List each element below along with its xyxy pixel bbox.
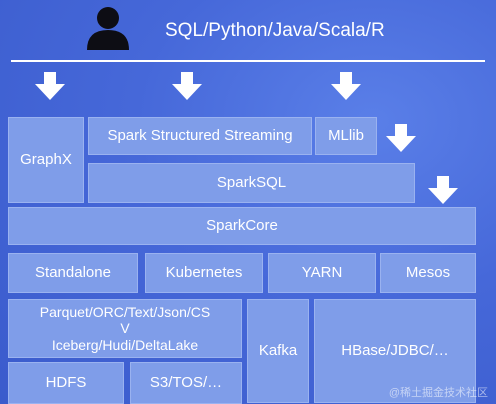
kafka-box: Kafka: [247, 299, 309, 403]
watermark: @稀土掘金技术社区: [388, 387, 488, 399]
hdfs-box: HDFS: [8, 362, 124, 404]
user-icon: [87, 7, 129, 50]
arrow-down-icon: [331, 72, 361, 100]
standalone-box: Standalone: [8, 253, 138, 293]
hbase-jdbc-box: HBase/JDBC/…: [314, 299, 476, 403]
arrow-down-icon: [172, 72, 202, 100]
arrow-down-icon: [428, 176, 458, 204]
file-formats-line-1: Parquet/ORC/Text/Json/CS: [39, 304, 211, 321]
file-formats-line-2: V: [120, 320, 130, 337]
file-formats-line-3: Iceberg/Hudi/DeltaLake: [51, 336, 199, 353]
kubernetes-box: Kubernetes: [145, 253, 263, 293]
file-formats-box: Parquet/ORC/Text/Json/CS V Iceberg/Hudi/…: [8, 299, 242, 358]
arrow-down-icon: [35, 72, 65, 100]
divider: [11, 60, 485, 62]
mesos-box: Mesos: [380, 253, 476, 293]
mllib-box: MLlib: [315, 117, 377, 155]
arrow-down-icon: [386, 124, 416, 152]
structured-streaming-box: Spark Structured Streaming: [88, 117, 312, 155]
graphx-box: GraphX: [8, 117, 84, 203]
sparkcore-box: SparkCore: [8, 207, 476, 245]
sparksql-box: SparkSQL: [88, 163, 415, 203]
yarn-box: YARN: [268, 253, 376, 293]
language-label: SQL/Python/Java/Scala/R: [165, 20, 385, 41]
s3-tos-box: S3/TOS/…: [130, 362, 242, 404]
